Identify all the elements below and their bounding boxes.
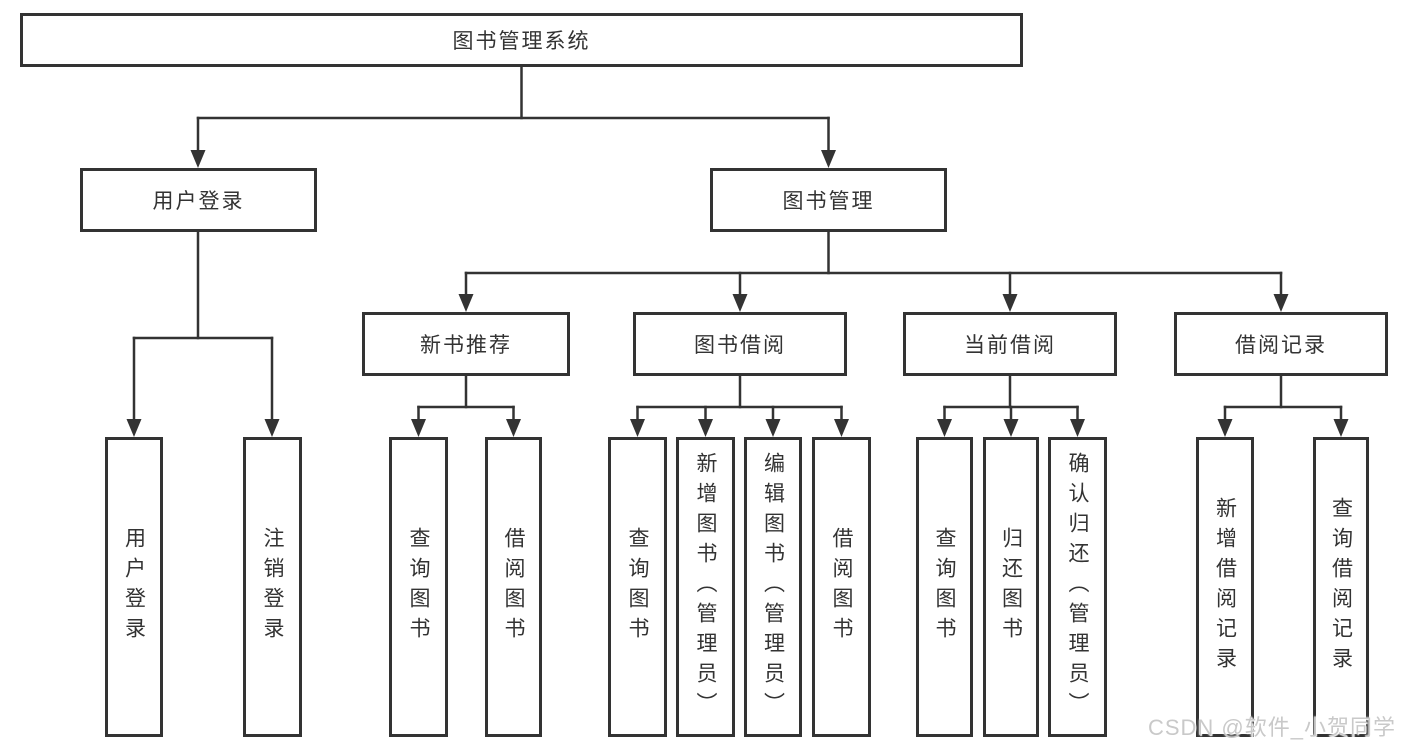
leaf-user-login: 用户登录 — [105, 437, 163, 737]
node-label: 借阅图书 — [830, 527, 853, 647]
node-label: 借阅图书 — [502, 527, 525, 647]
leaf-add-books-admin: 新增图书（管理员） — [676, 437, 735, 737]
leaf-query-books-recommend: 查询图书 — [389, 437, 448, 737]
node-label: 图书借阅 — [694, 334, 786, 357]
node-label: 新增借阅记录 — [1213, 497, 1237, 677]
leaf-add-borrow-record: 新增借阅记录 — [1196, 437, 1254, 737]
leaf-borrow-books: 借阅图书 — [812, 437, 871, 737]
leaf-edit-books-admin: 编辑图书（管理员） — [744, 437, 802, 737]
arrowheads — [126, 150, 1349, 437]
node-label: 查询图书 — [626, 527, 649, 647]
node-user-login: 用户登录 — [80, 168, 317, 232]
node-label: 归还图书 — [999, 527, 1023, 647]
node-new-book-recommend: 新书推荐 — [362, 312, 570, 376]
leaf-confirm-return-admin: 确认归还（管理员） — [1048, 437, 1107, 737]
leaf-return-books: 归还图书 — [983, 437, 1039, 737]
node-book-management: 图书管理 — [710, 168, 947, 232]
leaf-logout: 注销登录 — [243, 437, 302, 737]
node-label: 注销登录 — [261, 527, 284, 647]
node-label: 确认归还（管理员） — [1066, 452, 1089, 722]
node-label: 图书管理 — [782, 190, 875, 213]
leaf-borrow-books-recommend: 借阅图书 — [485, 437, 542, 737]
node-book-borrow: 图书借阅 — [633, 312, 847, 376]
node-label: 查询图书 — [407, 527, 430, 647]
node-label: 查询借阅记录 — [1329, 497, 1353, 677]
csdn-watermark: CSDN @软件_小贺同学 — [1147, 715, 1396, 740]
node-current-borrow: 当前借阅 — [903, 312, 1117, 376]
leaf-query-books-borrow: 查询图书 — [608, 437, 667, 737]
node-label: 新增图书（管理员） — [694, 452, 717, 722]
node-label: 当前借阅 — [964, 334, 1056, 357]
node-library-management-system: 图书管理系统 — [20, 13, 1023, 67]
node-borrow-records: 借阅记录 — [1174, 312, 1388, 376]
node-label: 查询图书 — [933, 527, 956, 647]
node-label: 新书推荐 — [420, 334, 512, 357]
node-label: 借阅记录 — [1235, 334, 1327, 357]
node-label: 编辑图书（管理员） — [761, 452, 785, 722]
node-label: 用户登录 — [122, 527, 146, 647]
leaf-query-books-current: 查询图书 — [916, 437, 973, 737]
node-label: 用户登录 — [152, 190, 245, 213]
leaf-query-borrow-record: 查询借阅记录 — [1313, 437, 1369, 737]
node-label: 图书管理系统 — [452, 30, 591, 53]
